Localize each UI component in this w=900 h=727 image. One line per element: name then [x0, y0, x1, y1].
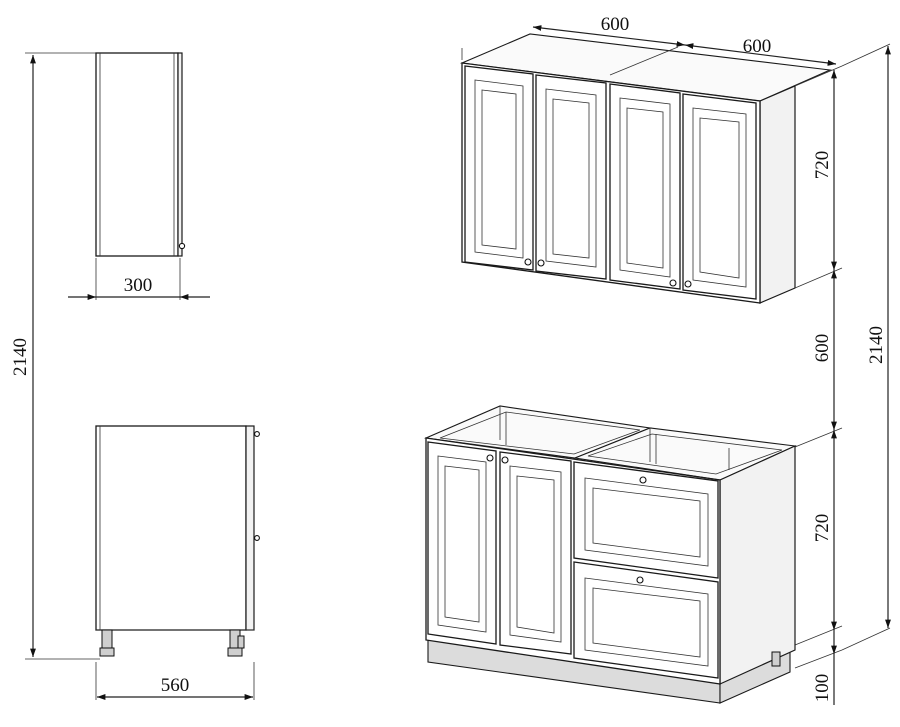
lower-cabinet-side-view — [95, 425, 260, 657]
dim-text-600-b: 600 — [743, 36, 772, 57]
dim-text-2140-right: 2140 — [866, 326, 887, 364]
dim-right-column: 720 600 720 100 2140 — [794, 43, 891, 705]
dim-upper-width-a: 600 — [461, 14, 686, 60]
dim-text-720-lower: 720 — [812, 514, 833, 543]
dim-lower-depth: 560 — [95, 662, 255, 700]
dim-upper-width-b: 600 — [684, 36, 837, 66]
dim-text-600-a: 600 — [601, 14, 630, 35]
dim-text-560: 560 — [161, 675, 190, 696]
dim-text-720-upper: 720 — [812, 151, 833, 180]
lower-cabinets-3d — [423, 405, 798, 704]
dim-text-2140-left: 2140 — [10, 338, 31, 376]
dim-text-100: 100 — [812, 674, 833, 703]
dim-upper-depth: 300 — [68, 258, 210, 300]
dim-text-600-gap: 600 — [812, 334, 833, 363]
upper-cabinets-3d — [459, 33, 833, 304]
dim-text-300: 300 — [124, 275, 153, 296]
dim-overall-height-left: 2140 — [10, 52, 100, 660]
upper-cabinet-side-view — [95, 52, 186, 257]
